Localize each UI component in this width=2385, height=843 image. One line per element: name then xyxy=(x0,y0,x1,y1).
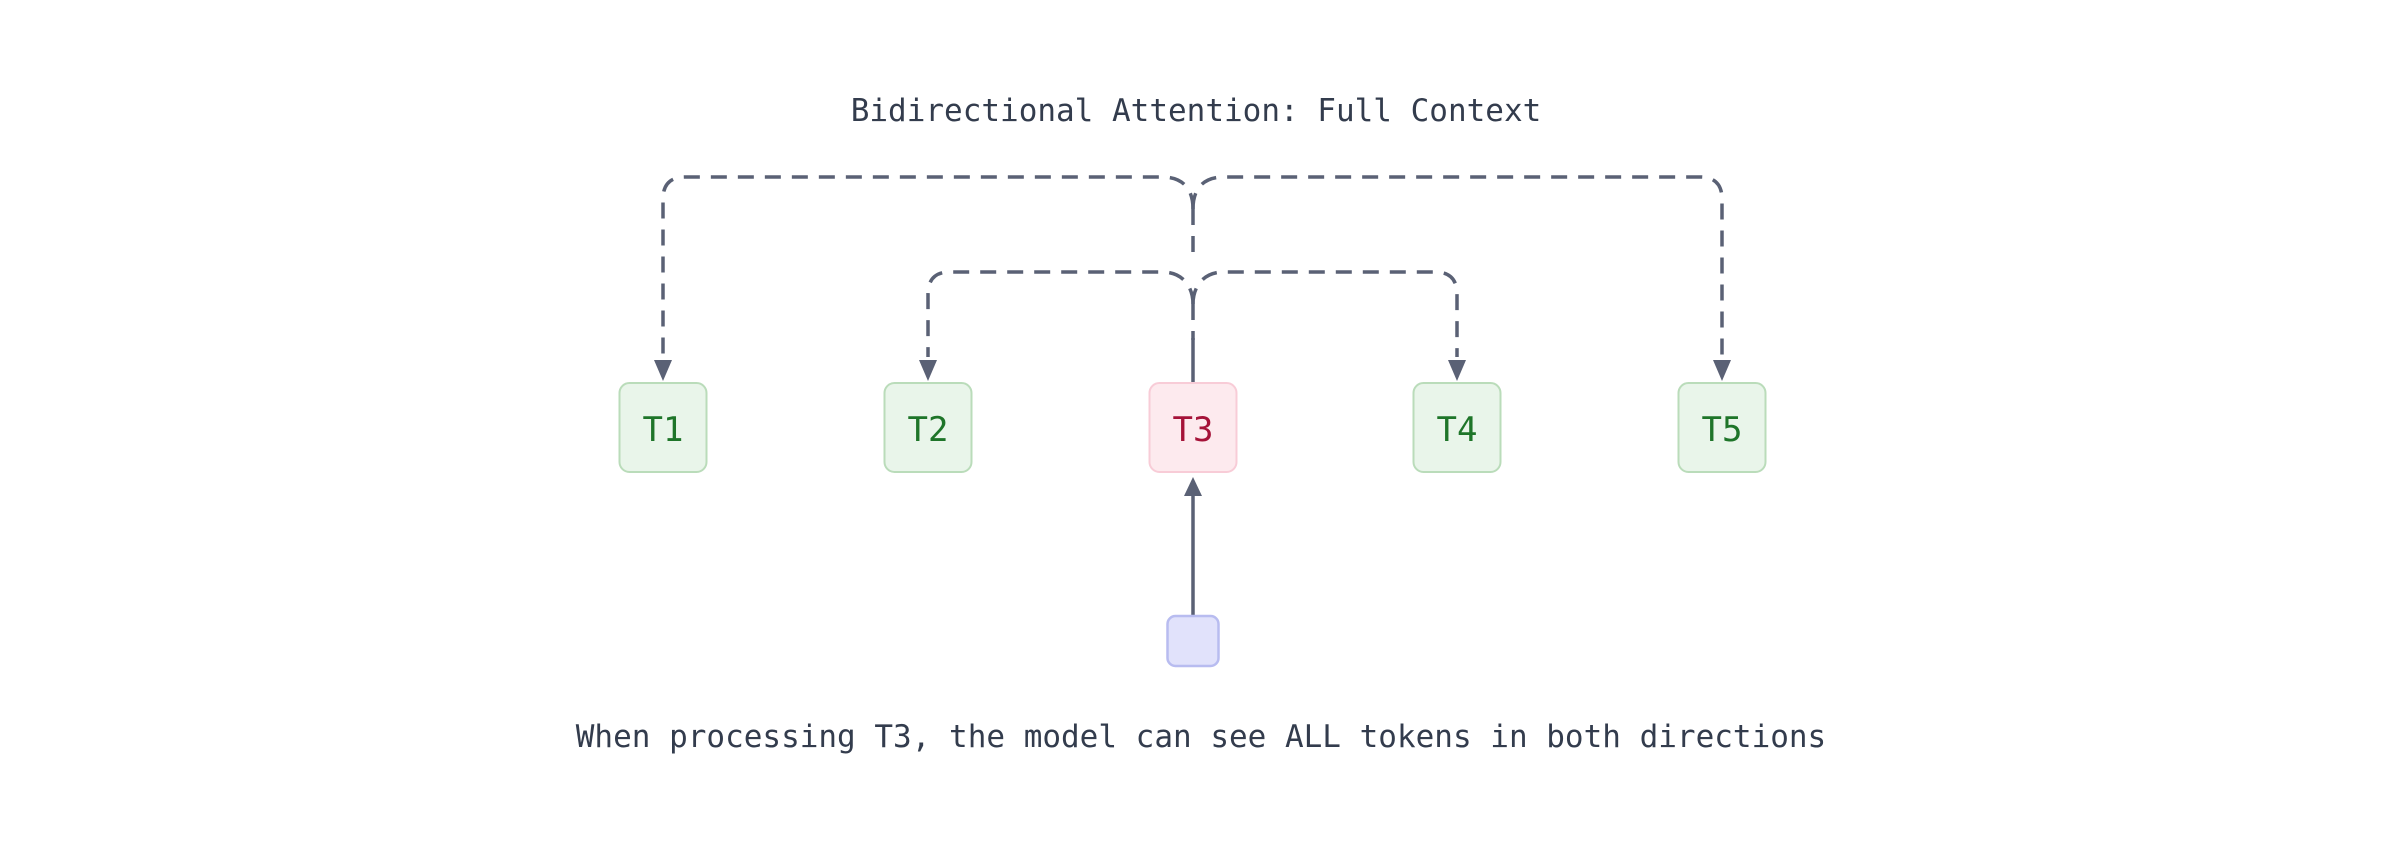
token-box-t5 xyxy=(1677,382,1767,473)
token-label-t5: T5 xyxy=(1702,410,1743,450)
token-t1: T1 xyxy=(618,382,708,473)
attention-link-t3-to-t4 xyxy=(1191,270,1459,357)
token-t5: T5 xyxy=(1677,382,1767,473)
query-box xyxy=(1166,614,1220,668)
arrowhead-down-t4 xyxy=(1448,360,1466,381)
token-label-t3: T3 xyxy=(1173,410,1214,450)
attention-link-t3-to-t1 xyxy=(661,175,1195,357)
arrowhead-down-t5 xyxy=(1713,360,1731,381)
token-label-t4: T4 xyxy=(1437,410,1478,450)
token-label-t2: T2 xyxy=(908,410,949,450)
token-box-t3 xyxy=(1148,382,1238,473)
attention-link-t3-to-t5 xyxy=(1191,175,1724,357)
diagram-caption: When processing T3, the model can see AL… xyxy=(576,719,1826,755)
token-t2: T2 xyxy=(883,382,973,473)
arrowhead-down-t1 xyxy=(654,360,672,381)
diagram-title: Bidirectional Attention: Full Context xyxy=(851,93,1542,129)
token-box-t1 xyxy=(618,382,708,473)
token-box-t2 xyxy=(883,382,973,473)
token-t4: T4 xyxy=(1412,382,1502,473)
token-label-t1: T1 xyxy=(643,410,684,450)
token-t3: T3 xyxy=(1148,382,1238,473)
attention-link-t3-to-t2 xyxy=(926,270,1195,357)
token-box-t4 xyxy=(1412,382,1502,473)
arrowhead-up-t3 xyxy=(1184,477,1202,496)
arrowhead-down-t2 xyxy=(919,360,937,381)
